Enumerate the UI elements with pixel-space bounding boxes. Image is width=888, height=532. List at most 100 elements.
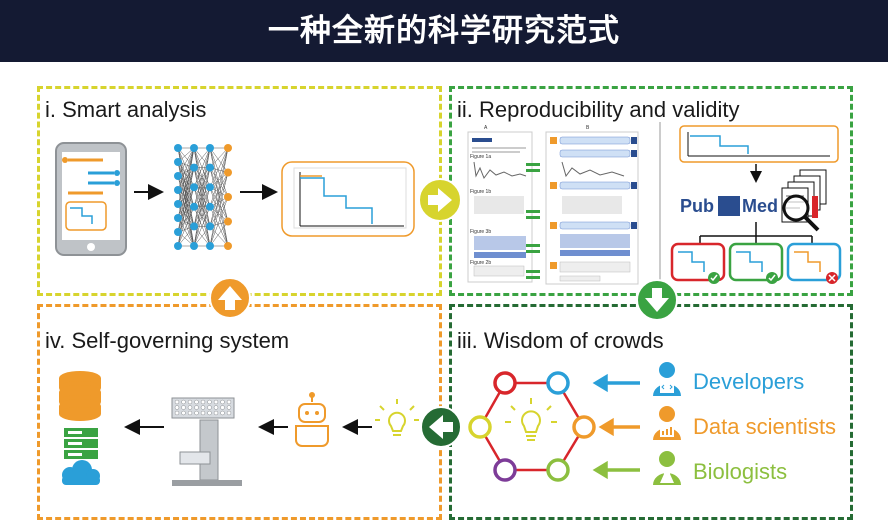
pubmed-logo: Pub Med bbox=[680, 196, 778, 216]
server-icon bbox=[64, 428, 98, 459]
svg-text:B: B bbox=[586, 125, 590, 131]
plate-well bbox=[213, 405, 219, 410]
nn-node bbox=[206, 163, 214, 172]
query-chart-card bbox=[679, 125, 839, 163]
page-title: 一种全新的科学研究范式 bbox=[268, 13, 620, 49]
paper-figure-left bbox=[467, 131, 533, 283]
lab-instrument-icon bbox=[171, 397, 242, 486]
cloud-icon bbox=[62, 460, 100, 485]
plate-well bbox=[200, 410, 206, 416]
panel-title-repro: ii. Reproducibility and validity bbox=[457, 97, 740, 122]
plate-well bbox=[181, 405, 186, 410]
plate-well bbox=[194, 399, 199, 405]
nn-node bbox=[174, 158, 182, 166]
result-chart-card bbox=[281, 161, 415, 237]
plate-well bbox=[181, 399, 186, 405]
plate-well bbox=[200, 405, 206, 410]
plate-well bbox=[187, 410, 193, 416]
nn-node bbox=[174, 144, 182, 152]
panel-title-smart: i. Smart analysis bbox=[45, 97, 207, 122]
nn-node bbox=[224, 217, 232, 226]
nn-node bbox=[190, 202, 198, 211]
figure-labels: A B Figure 1a Figure 1b Figure 3b Figure… bbox=[470, 125, 590, 266]
plate-well bbox=[194, 410, 199, 416]
nn-node bbox=[190, 144, 198, 152]
plate-well bbox=[226, 399, 232, 405]
nn-node bbox=[190, 242, 198, 250]
arrows-to-hexagon bbox=[592, 373, 640, 480]
svg-text:Med: Med bbox=[742, 196, 778, 216]
nn-node bbox=[224, 193, 232, 201]
plate-well bbox=[220, 405, 225, 410]
plate-well bbox=[194, 405, 199, 410]
nn-node bbox=[206, 202, 214, 211]
svg-text:Figure 1a: Figure 1a bbox=[470, 154, 491, 160]
panel-title-wisdom: iii. Wisdom of crowds bbox=[457, 328, 664, 353]
arrow-down-icon bbox=[636, 279, 678, 321]
nn-node bbox=[174, 214, 182, 222]
nn-node bbox=[190, 163, 198, 172]
database-icon bbox=[59, 371, 101, 421]
plate-well bbox=[187, 405, 193, 410]
nn-node bbox=[206, 183, 214, 192]
developer-icon bbox=[653, 362, 681, 396]
panel-title-self: iv. Self-governing system bbox=[45, 328, 290, 353]
plate-well bbox=[200, 399, 206, 405]
plate-well bbox=[213, 410, 219, 416]
notebook-panel-right bbox=[545, 131, 639, 285]
plate-well bbox=[174, 410, 180, 416]
plate-well bbox=[174, 405, 180, 410]
arrow-left-icon bbox=[420, 406, 462, 448]
magnifier-icon bbox=[782, 194, 820, 232]
equals-signs bbox=[526, 163, 540, 279]
svg-text:A: A bbox=[484, 125, 488, 131]
plate-well bbox=[187, 399, 193, 405]
plate-well bbox=[207, 399, 212, 405]
nn-node bbox=[174, 186, 182, 194]
tablet-icon bbox=[55, 142, 127, 256]
title-bar: 一种全新的科学研究范式 bbox=[0, 0, 888, 62]
result-card-green bbox=[728, 242, 784, 284]
plate-well bbox=[220, 399, 225, 405]
nn-node bbox=[174, 172, 182, 180]
plate-well bbox=[226, 410, 232, 416]
actor-biologists: Biologists bbox=[693, 459, 788, 484]
nn-node bbox=[224, 242, 232, 250]
plate-well bbox=[220, 410, 225, 416]
nn-node bbox=[190, 183, 198, 192]
biologist-icon bbox=[653, 451, 681, 485]
nn-node bbox=[206, 222, 214, 231]
svg-text:Pub: Pub bbox=[680, 196, 714, 216]
plate-well bbox=[226, 405, 232, 410]
data-scientist-icon bbox=[653, 406, 681, 440]
lightbulb-small-icon bbox=[375, 399, 419, 436]
nn-node bbox=[224, 168, 232, 177]
result-tree bbox=[699, 222, 813, 244]
nn-node bbox=[190, 222, 198, 231]
result-card-red bbox=[670, 242, 726, 284]
plate-well bbox=[213, 399, 219, 405]
svg-text:Figure 1b: Figure 1b bbox=[470, 189, 491, 195]
plate-well bbox=[181, 410, 186, 416]
nn-node bbox=[174, 200, 182, 208]
plate-well bbox=[174, 399, 180, 405]
actor-developers: Developers bbox=[693, 369, 805, 394]
robot-icon bbox=[295, 392, 329, 447]
nn-node bbox=[206, 242, 214, 250]
neural-network-icon bbox=[174, 144, 232, 250]
svg-text:Figure 3b: Figure 3b bbox=[470, 229, 491, 235]
arrow-right-icon bbox=[418, 178, 462, 222]
crowd-hexagon bbox=[468, 371, 596, 482]
arrow-up-icon bbox=[209, 277, 251, 319]
result-card-blue bbox=[786, 242, 842, 284]
plate-well bbox=[207, 410, 212, 416]
svg-text:Figure 2b: Figure 2b bbox=[470, 260, 491, 266]
nn-node bbox=[206, 144, 214, 152]
nn-node bbox=[174, 242, 182, 250]
nn-node bbox=[224, 144, 232, 152]
plate-well bbox=[207, 405, 212, 410]
actor-data-scientists: Data scientists bbox=[693, 414, 837, 439]
nn-node bbox=[174, 228, 182, 236]
lightbulb-icon bbox=[505, 398, 557, 441]
